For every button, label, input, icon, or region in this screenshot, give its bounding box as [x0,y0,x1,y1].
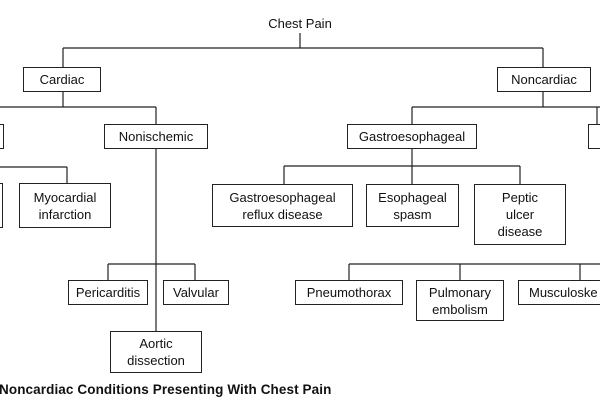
noncardiac-node: Noncardiac [497,67,591,92]
pericarditis-node: Pericarditis [68,280,148,305]
esophageal-spasm-node: Esophageal spasm [366,184,459,227]
figure-caption: Noncardiac Conditions Presenting With Ch… [0,382,332,397]
musculoskeletal-node-clipped: Musculoske [518,280,600,305]
pneumothorax-node: Pneumothorax [295,280,403,305]
root-node: Chest Pain [268,15,332,31]
ischemic-node-clipped [0,124,4,149]
ischemic-child-clipped [0,183,3,228]
myocardial-infarction-node: Myocardial infarction [19,183,111,228]
gerd-node: Gastroesophageal reflux disease [212,184,353,227]
gastroesophageal-node: Gastroesophageal [347,124,477,149]
pulmonary-embolism-node: Pulmonary embolism [416,280,504,321]
peptic-ulcer-disease-node: Peptic ulcer disease [474,184,566,245]
noncardiac-other-node-clipped [588,124,600,149]
aortic-dissection-node: Aortic dissection [110,331,202,373]
nonischemic-node: Nonischemic [104,124,208,149]
valvular-node: Valvular [163,280,229,305]
cardiac-node: Cardiac [23,67,101,92]
